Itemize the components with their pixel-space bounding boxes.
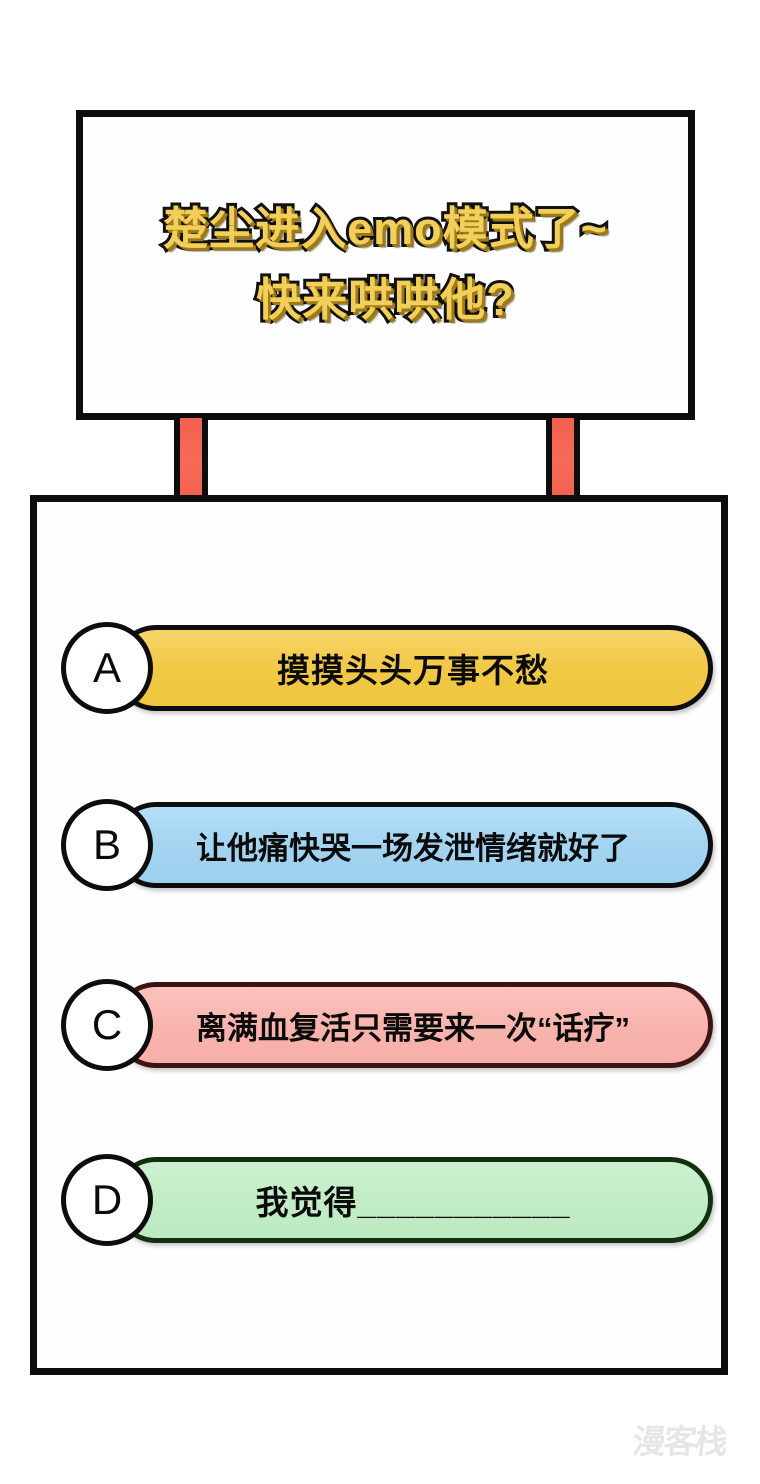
option-key-c: C — [91, 1001, 123, 1048]
option-badge-d[interactable]: D — [61, 1154, 153, 1246]
option-label-c: 离满血复活只需要来一次“话疗” — [196, 1010, 630, 1046]
option-pill-a[interactable]: 摸摸头头万事不愁 — [113, 625, 713, 711]
option-pill-b[interactable]: 让他痛快哭一场发泄情绪就好了 — [113, 802, 713, 888]
option-pill-c[interactable]: 离满血复活只需要来一次“话疗” — [113, 982, 713, 1068]
option-pill-d[interactable]: 我觉得___________ — [113, 1157, 713, 1243]
sign-post-right — [546, 418, 580, 500]
option-label-a: 摸摸头头万事不愁 — [277, 652, 549, 689]
option-label-d: 我觉得___________ — [255, 1184, 571, 1221]
option-list: 摸摸头头万事不愁 A 让他痛快哭一场发泄情绪就好了 B 离满血复活只需要来一次“… — [37, 502, 721, 1368]
option-key-a: A — [92, 644, 121, 691]
sign-title-line-2: 快来哄哄他? — [253, 271, 516, 328]
option-row-d[interactable]: 我觉得___________ D — [61, 1154, 713, 1246]
option-key-d: D — [91, 1176, 123, 1223]
option-row-c[interactable]: 离满血复活只需要来一次“话疗” C — [61, 979, 713, 1071]
option-badge-a[interactable]: A — [61, 622, 153, 714]
answer-options-panel: 摸摸头头万事不愁 A 让他痛快哭一场发泄情绪就好了 B 离满血复活只需要来一次“… — [30, 495, 728, 1375]
option-badge-c[interactable]: C — [61, 979, 153, 1071]
sign-post-left — [174, 418, 208, 500]
sign-title-line-1: 楚尘进入emo模式了~ — [160, 200, 610, 257]
option-badge-b[interactable]: B — [61, 799, 153, 891]
option-row-a[interactable]: 摸摸头头万事不愁 A — [61, 622, 713, 714]
announcement-sign-board: 楚尘进入emo模式了~ 快来哄哄他? — [76, 110, 695, 420]
site-watermark-logo: 漫客栈 — [620, 1416, 738, 1462]
watermark-text: 漫客栈 — [630, 1423, 728, 1460]
option-row-b[interactable]: 让他痛快哭一场发泄情绪就好了 B — [61, 799, 713, 891]
option-label-b: 让他痛快哭一场发泄情绪就好了 — [196, 830, 630, 866]
option-key-b: B — [92, 821, 121, 868]
